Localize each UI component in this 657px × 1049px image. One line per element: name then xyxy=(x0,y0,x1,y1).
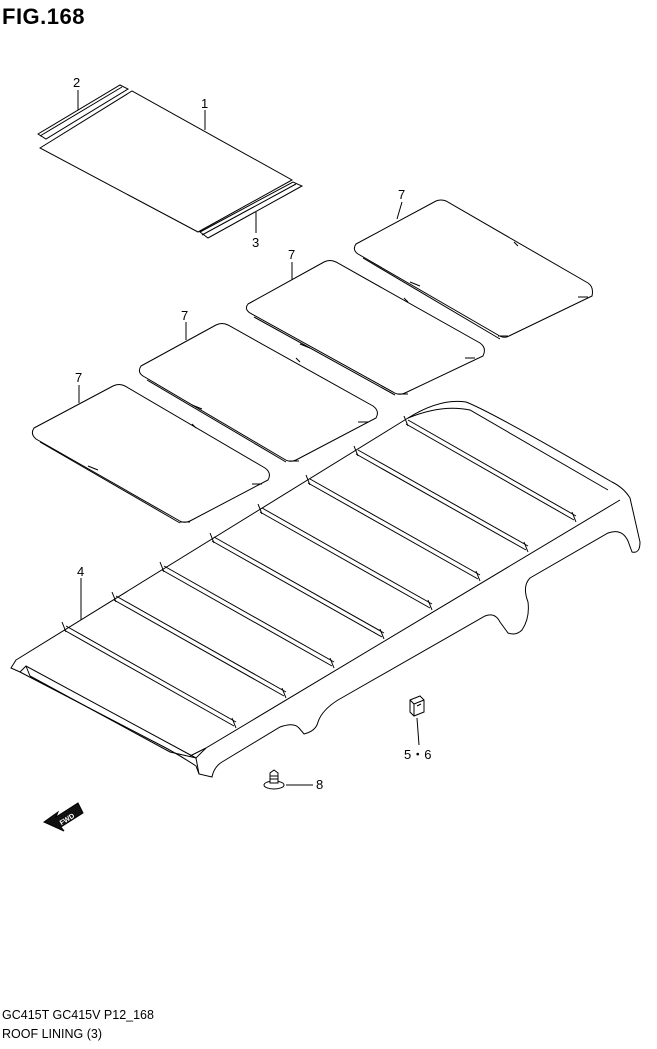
callout-5-6: 5・6 xyxy=(404,747,431,762)
callout-2: 2 xyxy=(73,75,80,90)
footer-section-name: ROOF LINING (3) xyxy=(2,1027,103,1041)
callout-4: 4 xyxy=(77,564,84,579)
part-1-roof-panel[interactable] xyxy=(38,90,294,233)
callout-7-rear: 7 xyxy=(398,187,405,202)
part-5-6-clip[interactable] xyxy=(409,695,425,717)
leader-lines xyxy=(77,90,420,786)
part-7-pad-2[interactable] xyxy=(245,260,485,396)
part-4-roof-lining[interactable] xyxy=(10,400,641,778)
part-7-pad-rear[interactable] xyxy=(353,199,593,340)
fwd-arrow-icon: FWD xyxy=(43,802,84,832)
callout-7-third: 7 xyxy=(181,308,188,323)
callout-3: 3 xyxy=(252,235,259,250)
part-3-rear-strip[interactable] xyxy=(199,181,304,239)
part-8-fastener[interactable] xyxy=(263,769,285,790)
callout-1: 1 xyxy=(201,96,208,111)
footer-model-code: GC415T GC415V P12_168 xyxy=(2,1008,154,1022)
roof-ribs xyxy=(61,415,577,729)
part-7-pad-4[interactable] xyxy=(31,384,270,524)
callout-8: 8 xyxy=(316,777,323,792)
part-2-front-strip[interactable] xyxy=(37,84,130,140)
figure-title: FIG.168 xyxy=(2,4,85,29)
part-7-pad-3[interactable] xyxy=(138,323,378,463)
callout-7-front: 7 xyxy=(75,370,82,385)
callout-7-second: 7 xyxy=(288,247,295,262)
